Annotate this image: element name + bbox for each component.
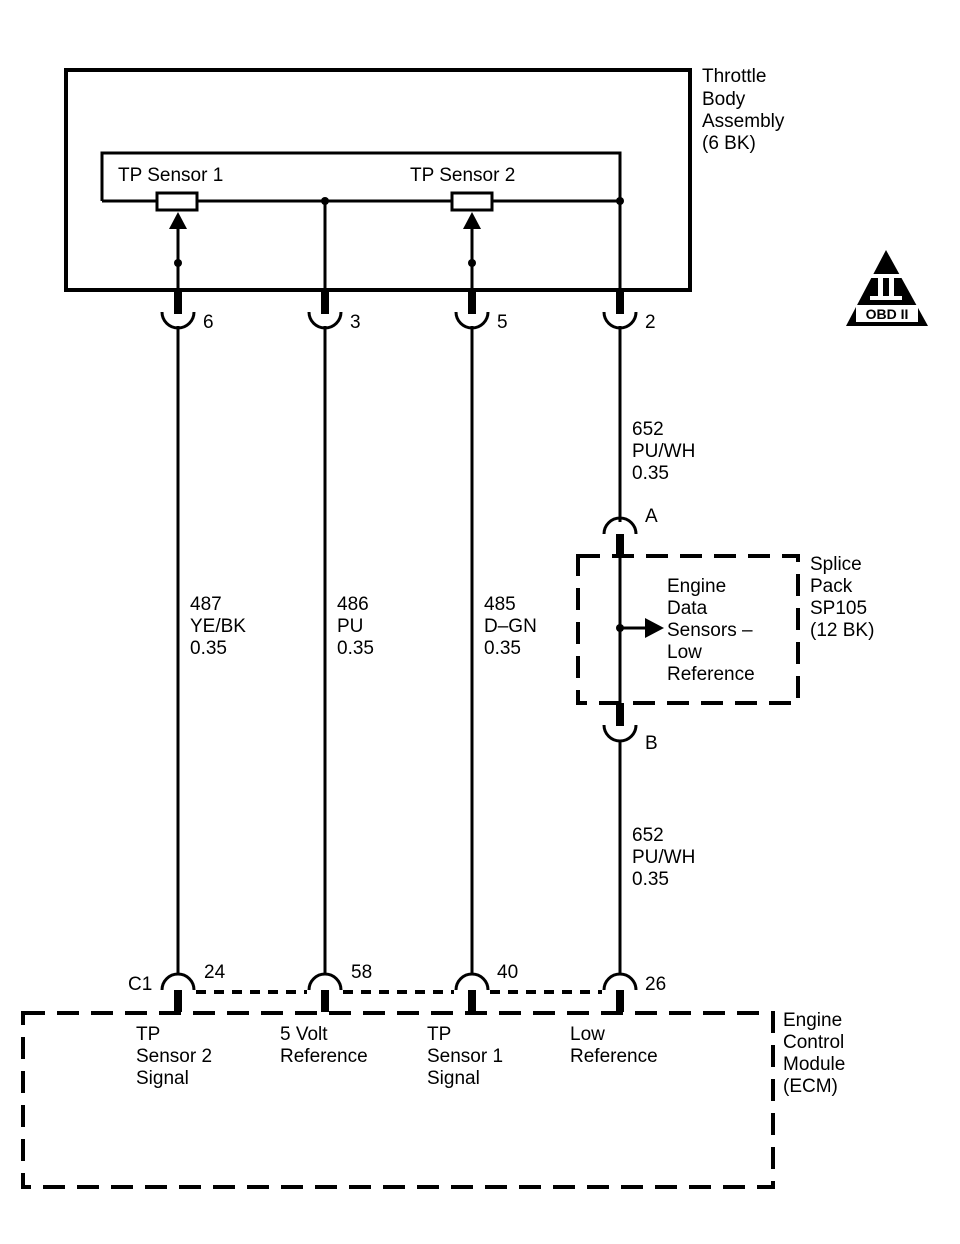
splice-label-1: Splice bbox=[810, 554, 862, 575]
throttle-body-label-4: (6 BK) bbox=[702, 133, 756, 154]
ecm-pin-40: 40 bbox=[497, 962, 518, 983]
wire-486-color: PU bbox=[337, 616, 363, 637]
splice-inner-1: Engine bbox=[667, 576, 726, 597]
ecm-terminal-1-line-1: TP bbox=[136, 1024, 160, 1045]
pin-3-label: 3 bbox=[350, 312, 361, 333]
wire-485-size: 0.35 bbox=[484, 638, 521, 659]
wire-652-lower-color: PU/WH bbox=[632, 847, 695, 868]
pin-5-label: 5 bbox=[497, 312, 508, 333]
ecm-pin-58: 58 bbox=[351, 962, 372, 983]
ecm-terminal-4-line-2: Reference bbox=[570, 1046, 658, 1067]
ecm-terminal-1-line-3: Signal bbox=[136, 1068, 189, 1089]
ecm-terminal-2-line-2: Reference bbox=[280, 1046, 368, 1067]
throttle-connector bbox=[160, 292, 638, 330]
throttle-body-label-1: Throttle bbox=[702, 66, 766, 87]
wire-486-number: 486 bbox=[337, 594, 369, 615]
splice-label-3: SP105 bbox=[810, 598, 867, 619]
splice-inner-5: Reference bbox=[667, 664, 755, 685]
ecm-terminal-1-line-2: Sensor 2 bbox=[136, 1046, 212, 1067]
splice-inner-4: Low bbox=[667, 642, 702, 663]
tp-sensor-1-wiper-arrow-icon bbox=[169, 212, 187, 229]
wire-487-number: 487 bbox=[190, 594, 222, 615]
splice-pin-b-label: B bbox=[645, 733, 658, 754]
tp-sensor-2-wiper-arrow-icon bbox=[463, 212, 481, 229]
tp-sensor-1-node bbox=[174, 259, 182, 267]
throttle-body-box bbox=[64, 68, 692, 292]
ecm-label-2: Control bbox=[783, 1032, 844, 1053]
tp-sensor-2-resistor bbox=[450, 191, 494, 212]
ecm-label-3: Module bbox=[783, 1054, 845, 1075]
throttle-body-label-2: Body bbox=[702, 89, 746, 110]
wire-652-lower-size: 0.35 bbox=[632, 869, 669, 890]
ecm-terminal-3-line-2: Sensor 1 bbox=[427, 1046, 503, 1067]
obd-ii-badge: OBD II bbox=[846, 250, 928, 326]
splice-label-2: Pack bbox=[810, 576, 853, 597]
bus-junction-low bbox=[616, 197, 624, 205]
wire-652-upper-number: 652 bbox=[632, 419, 664, 440]
tp-sensor-1-resistor bbox=[155, 191, 199, 212]
splice-pack-box bbox=[576, 554, 800, 705]
wire-652-upper-color: PU/WH bbox=[632, 441, 695, 462]
splice-pin-a-connector bbox=[602, 516, 638, 535]
ecm-terminal-4-line-1: Low bbox=[570, 1024, 605, 1045]
wire-485-number: 485 bbox=[484, 594, 516, 615]
ecm-terminal-3-line-3: Signal bbox=[427, 1068, 480, 1089]
wire-485-color: D–GN bbox=[484, 616, 537, 637]
ecm-pin-26: 26 bbox=[645, 974, 666, 995]
ecm-connector-c1 bbox=[160, 972, 638, 1012]
sensor-circuit-loop bbox=[100, 151, 622, 292]
splice-pin-a-label: A bbox=[645, 506, 658, 527]
wire-487-size: 0.35 bbox=[190, 638, 227, 659]
tp-sensor-2-label: TP Sensor 2 bbox=[410, 165, 515, 186]
ecm-box bbox=[21, 1011, 775, 1189]
pin-6-label: 6 bbox=[203, 312, 214, 333]
ecm-terminal-3-line-1: TP bbox=[427, 1024, 451, 1045]
wire-652-lower-number: 652 bbox=[632, 825, 664, 846]
wire-486-size: 0.35 bbox=[337, 638, 374, 659]
splice-inner-3: Sensors – bbox=[667, 620, 753, 641]
wire-487-color: YE/BK bbox=[190, 616, 246, 637]
ecm-label-1: Engine bbox=[783, 1010, 842, 1031]
ecm-label-4: (ECM) bbox=[783, 1076, 838, 1097]
pin-2-label: 2 bbox=[645, 312, 656, 333]
splice-label-4: (12 BK) bbox=[810, 620, 874, 641]
wire-652-upper-size: 0.35 bbox=[632, 463, 669, 484]
ecm-connector-label: C1 bbox=[128, 974, 152, 995]
throttle-body-label-3: Assembly bbox=[702, 111, 785, 132]
obd-badge-text: OBD II bbox=[866, 306, 909, 322]
splice-inner-2: Data bbox=[667, 598, 708, 619]
tp-sensor-1-label: TP Sensor 1 bbox=[118, 165, 223, 186]
splice-arrow-icon bbox=[645, 618, 664, 638]
tp-sensor-2-node bbox=[468, 259, 476, 267]
ecm-pin-24: 24 bbox=[204, 962, 226, 983]
ecm-terminal-2-line-1: 5 Volt bbox=[280, 1024, 328, 1045]
splice-pin-b-connector bbox=[602, 724, 638, 743]
